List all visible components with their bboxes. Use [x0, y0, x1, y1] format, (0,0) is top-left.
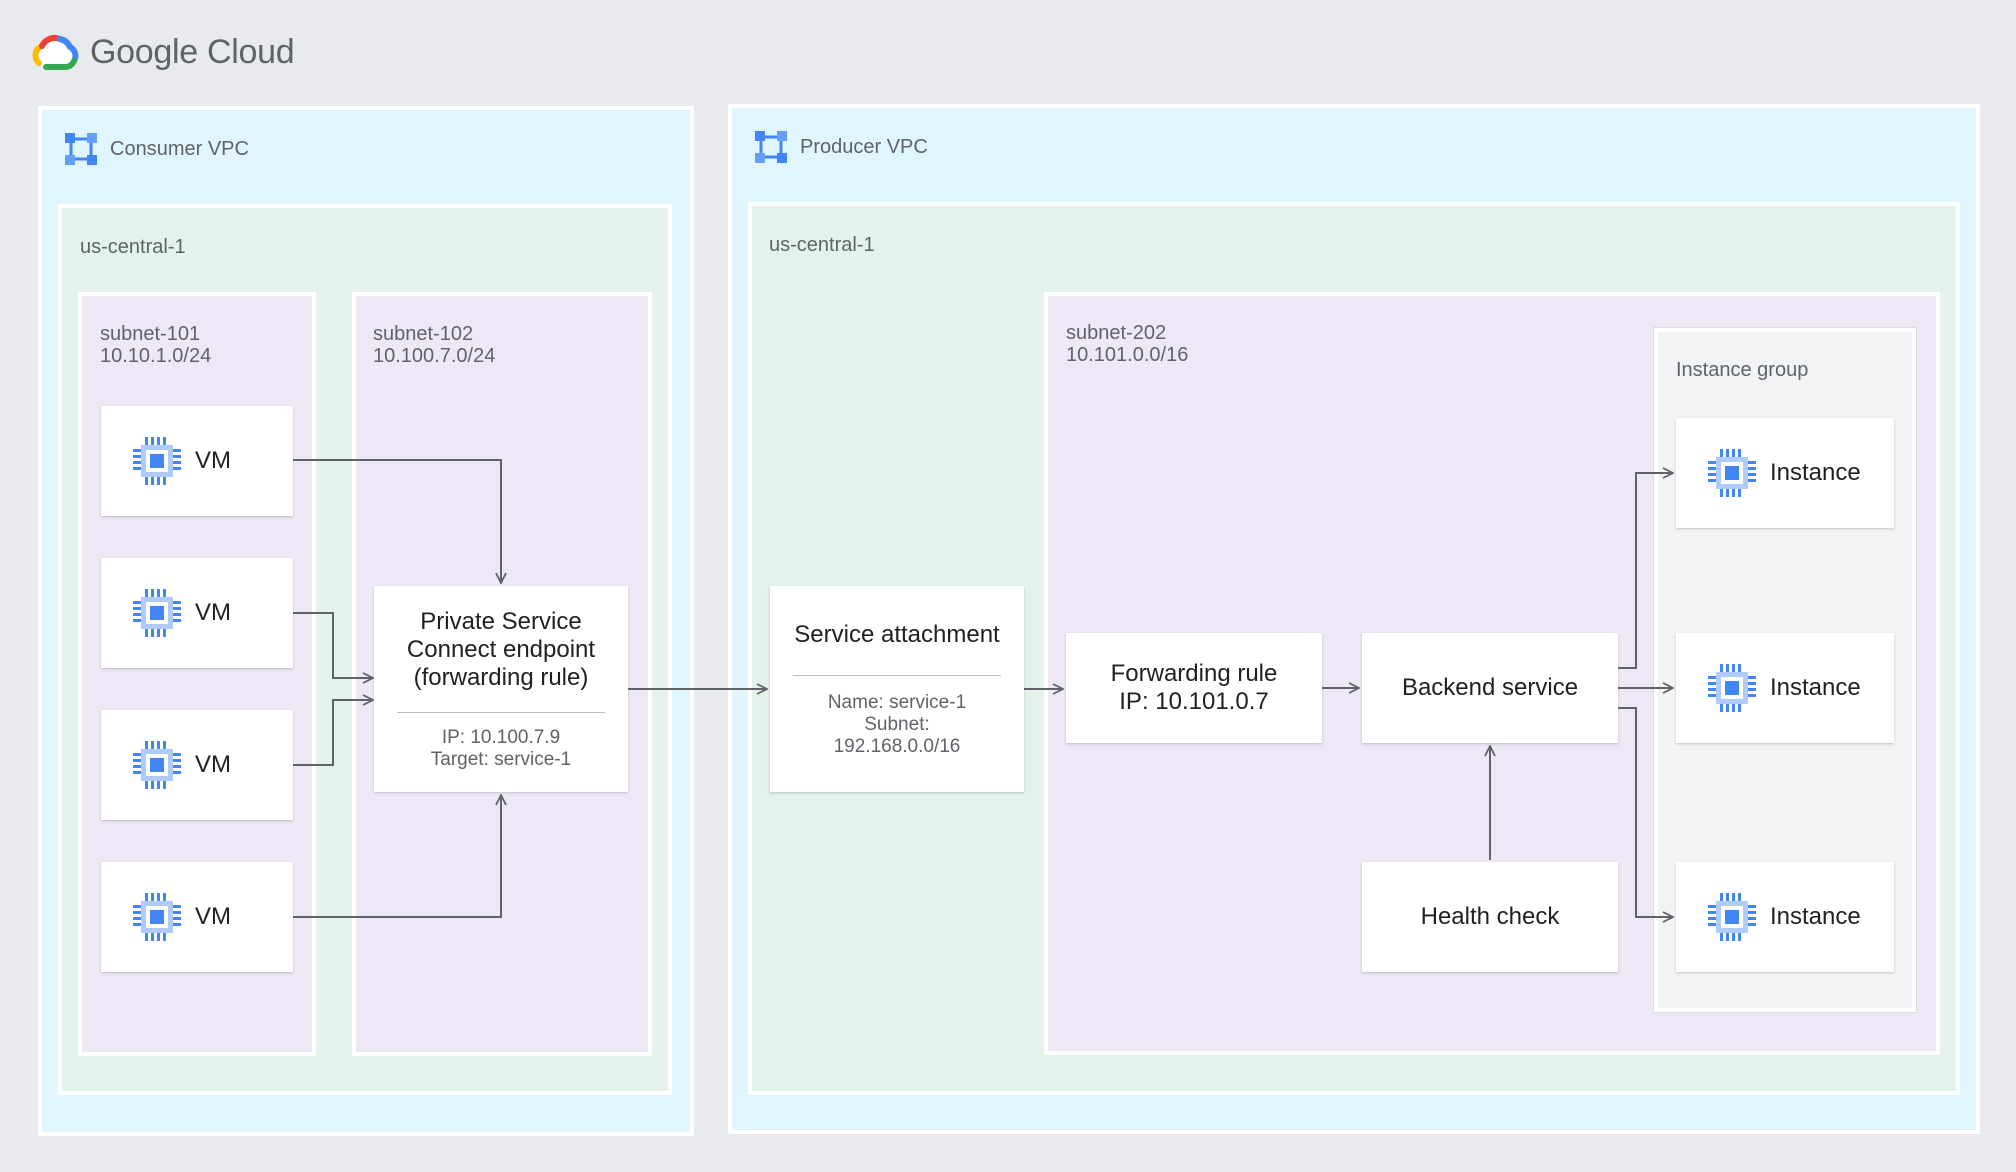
- producer-region-label: us-central-1: [769, 234, 875, 256]
- service-attachment-name: Name: service-1: [827, 691, 967, 713]
- compute-engine-chip-icon: [133, 893, 181, 941]
- arrow-vm1-to-endpoint: [293, 459, 501, 583]
- vm-label: VM: [195, 599, 231, 626]
- forwarding-rule-ip: IP: 10.101.0.7: [1119, 688, 1269, 715]
- vm-card-3[interactable]: VM: [101, 710, 293, 820]
- arrow-backend-to-instance-1: [1618, 473, 1673, 669]
- vm-card-2[interactable]: VM: [101, 558, 293, 668]
- arrow-vm3-to-endpoint: [293, 700, 373, 766]
- psc-endpoint-card[interactable]: Private Service Connect endpoint (forwar…: [374, 586, 628, 792]
- compute-engine-chip-icon: [133, 437, 181, 485]
- compute-engine-chip-icon: [1708, 664, 1756, 712]
- service-attachment-divider: [793, 674, 1001, 676]
- instance-group-label: Instance group: [1676, 359, 1809, 381]
- service-attachment-subnet-cidr: 192.168.0.0/16: [833, 735, 961, 757]
- brand-name: Google Cloud: [90, 32, 295, 71]
- psc-endpoint-title-2: Connect endpoint: [406, 635, 596, 663]
- backend-service-card[interactable]: Backend service: [1362, 633, 1618, 743]
- arrow-backend-to-instance-3: [1618, 707, 1673, 917]
- service-attachment-card[interactable]: Service attachment Name: service-1 Subne…: [770, 586, 1024, 792]
- vpc-network-icon: [755, 131, 787, 163]
- vm-label: VM: [195, 751, 231, 778]
- compute-engine-chip-icon: [1708, 893, 1756, 941]
- compute-engine-chip-icon: [133, 589, 181, 637]
- producer-vpc-label: Producer VPC: [800, 135, 928, 158]
- instance-label: Instance: [1770, 459, 1861, 486]
- subnet-101-cidr: 10.10.1.0/24: [100, 345, 212, 367]
- compute-engine-chip-icon: [1708, 449, 1756, 497]
- backend-service-title: Backend service: [1401, 674, 1579, 701]
- subnet-102-name: subnet-102: [373, 323, 474, 345]
- psc-endpoint-target: Target: service-1: [430, 748, 572, 770]
- consumer-region-label: us-central-1: [80, 236, 186, 258]
- instance-card-1[interactable]: Instance: [1676, 418, 1894, 528]
- instance-label: Instance: [1770, 903, 1861, 930]
- consumer-vpc-header: Consumer VPC: [62, 130, 249, 168]
- instance-card-3[interactable]: Instance: [1676, 862, 1894, 972]
- subnet-101-name: subnet-101: [100, 323, 201, 345]
- subnet-102-cidr: 10.100.7.0/24: [373, 345, 496, 367]
- psc-endpoint-divider: [397, 711, 605, 713]
- arrow-vm2-to-endpoint: [293, 612, 373, 678]
- instance-card-2[interactable]: Instance: [1676, 633, 1894, 743]
- google-cloud-logo-icon: [32, 34, 79, 70]
- service-attachment-title: Service attachment: [794, 620, 1000, 648]
- compute-engine-chip-icon: [133, 741, 181, 789]
- health-check-title: Health check: [1420, 903, 1560, 930]
- producer-vpc-header: Producer VPC: [752, 128, 928, 166]
- consumer-vpc-label: Consumer VPC: [110, 137, 249, 160]
- arrow-vm4-to-endpoint: [293, 795, 501, 918]
- vm-label: VM: [195, 903, 231, 930]
- vm-card-4[interactable]: VM: [101, 862, 293, 972]
- subnet-202-name: subnet-202: [1066, 322, 1167, 344]
- psc-endpoint-title-1: Private Service: [420, 607, 582, 635]
- vpc-network-icon: [65, 133, 97, 165]
- subnet-202-cidr: 10.101.0.0/16: [1066, 344, 1189, 366]
- psc-endpoint-title-3: (forwarding rule): [413, 663, 589, 691]
- psc-endpoint-ip: IP: 10.100.7.9: [441, 726, 561, 748]
- vm-label: VM: [195, 447, 231, 474]
- instance-label: Instance: [1770, 674, 1861, 701]
- forwarding-rule-title: Forwarding rule: [1110, 660, 1278, 687]
- health-check-card[interactable]: Health check: [1362, 862, 1618, 972]
- vm-card-1[interactable]: VM: [101, 406, 293, 516]
- service-attachment-subnet-label: Subnet:: [864, 713, 930, 735]
- forwarding-rule-card[interactable]: Forwarding rule IP: 10.101.0.7: [1066, 633, 1322, 743]
- google-cloud-logo: Google Cloud: [30, 30, 320, 74]
